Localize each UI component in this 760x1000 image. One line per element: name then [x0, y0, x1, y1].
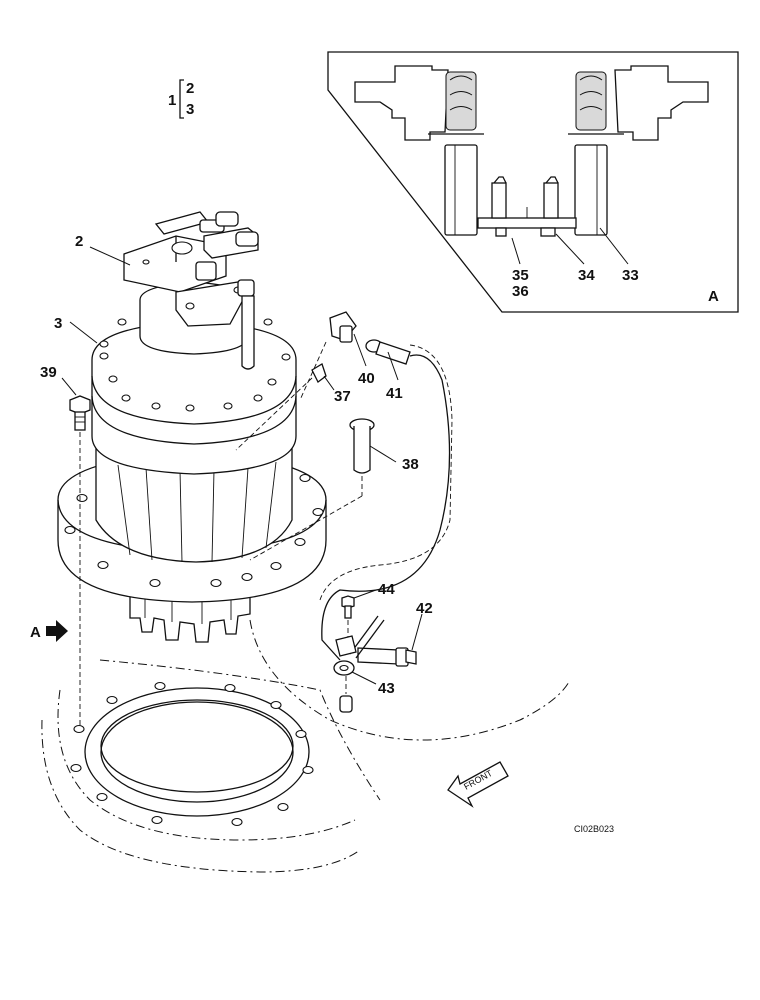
- callout-40: 40: [358, 370, 375, 387]
- reduction-housing: [95, 439, 293, 563]
- callout-41: 41: [386, 385, 403, 402]
- part-41-hose: [321, 339, 451, 661]
- hydraulic-motor-head: [123, 211, 259, 370]
- callout-34: 34: [578, 267, 595, 284]
- callout-3: 3: [54, 315, 62, 332]
- bracket-item-3: 3: [186, 101, 194, 118]
- part-39-bolt: [69, 395, 91, 725]
- callout-35: 35: [512, 267, 529, 284]
- view-arrow-a: A: [30, 620, 68, 642]
- callout-36: 36: [512, 283, 529, 300]
- front-direction-arrow-icon: [447, 761, 509, 808]
- callout-39: 39: [40, 364, 57, 381]
- detail-left-housing: [354, 65, 484, 236]
- drawing-code: CI02B023: [574, 824, 614, 834]
- bracket-item-2: 2: [186, 80, 194, 97]
- assembly-bracket: 1 2 3: [168, 79, 194, 119]
- part-44-bolt: [341, 595, 355, 640]
- bracket-main-number: 1: [168, 92, 176, 109]
- detail-bracket: [477, 176, 577, 237]
- callout-43: 43: [378, 680, 395, 697]
- view-arrow-label: A: [30, 624, 41, 641]
- arrow-right-icon: [46, 620, 68, 642]
- part-38-pin: [249, 418, 375, 561]
- callout-44: 44: [378, 581, 395, 598]
- detail-frame: [327, 51, 739, 313]
- part-37-plug: [235, 363, 327, 451]
- part-40-elbow-fitting: [299, 311, 357, 401]
- callout-33: 33: [622, 267, 639, 284]
- swing-motor-assembly: [57, 211, 327, 643]
- upper-frame-outline: [41, 344, 571, 873]
- detail-right-housing: [568, 65, 709, 236]
- callout-38: 38: [402, 456, 419, 473]
- callout-37: 37: [334, 388, 351, 405]
- front-arrow: FRONT: [447, 761, 509, 808]
- part-43-clamp: [333, 635, 357, 713]
- detail-view-a: 35 36 34 33 A: [327, 51, 739, 313]
- part-42-fitting: [349, 615, 417, 667]
- detail-view-label: A: [708, 288, 719, 305]
- callout-42: 42: [416, 600, 433, 617]
- callout-2: 2: [75, 233, 83, 250]
